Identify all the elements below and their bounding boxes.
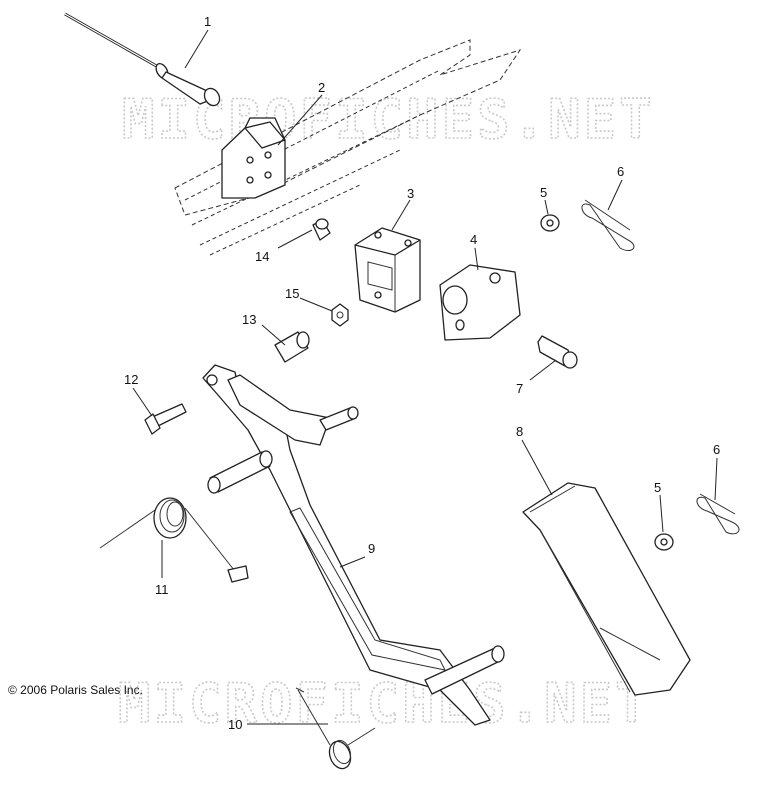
part-5-washer-upper bbox=[540, 214, 560, 232]
callout-5-lower: 5 bbox=[654, 480, 661, 495]
callout-9: 9 bbox=[368, 541, 375, 556]
callout-12: 12 bbox=[124, 372, 138, 387]
part-9-pedal-arm bbox=[202, 364, 491, 726]
part-4-block bbox=[439, 264, 521, 341]
part-3-block bbox=[354, 227, 421, 313]
part-15-nut bbox=[331, 303, 349, 327]
part-1-cable bbox=[64, 12, 221, 107]
part-10-spring bbox=[295, 687, 376, 770]
shaft-pedal-foot bbox=[424, 645, 505, 695]
callout-10: 10 bbox=[228, 717, 242, 732]
callout-6-upper: 6 bbox=[617, 164, 624, 179]
shaft-upper-pin bbox=[319, 406, 359, 431]
callout-1: 1 bbox=[204, 14, 211, 29]
callout-11: 11 bbox=[155, 582, 169, 597]
callout-14: 14 bbox=[255, 249, 269, 264]
part-2-bracket bbox=[221, 117, 286, 199]
callouts: 1 2 3 4 5 6 7 8 5 6 9 10 11 12 13 14 15 bbox=[124, 14, 720, 732]
part-6-pin-lower bbox=[696, 493, 740, 535]
callout-13: 13 bbox=[242, 312, 256, 327]
shaft-pedal-pivot bbox=[207, 450, 273, 494]
callout-15: 15 bbox=[285, 286, 299, 301]
copyright-notice: © 2006 Polaris Sales Inc. bbox=[8, 683, 143, 697]
part-5-washer-lower bbox=[654, 533, 674, 551]
part-7-bolt bbox=[537, 335, 578, 369]
part-11-spring bbox=[99, 497, 249, 583]
part-14-bushing bbox=[312, 218, 331, 241]
leader-lines bbox=[132, 29, 718, 725]
callout-4: 4 bbox=[470, 232, 477, 247]
callout-7: 7 bbox=[516, 381, 523, 396]
callout-5-upper: 5 bbox=[540, 185, 547, 200]
frame-rail bbox=[174, 39, 522, 256]
callout-6-lower: 6 bbox=[713, 442, 720, 457]
callout-8: 8 bbox=[516, 424, 523, 439]
watermark-bottom: MICROFICHES.NET bbox=[118, 672, 651, 735]
part-13-bushing bbox=[274, 331, 310, 363]
part-8-pedal-pad bbox=[522, 482, 691, 696]
callout-3: 3 bbox=[407, 186, 414, 201]
part-12-bolt bbox=[144, 403, 187, 435]
callout-2: 2 bbox=[318, 80, 325, 95]
part-6-pin-upper bbox=[581, 199, 635, 252]
